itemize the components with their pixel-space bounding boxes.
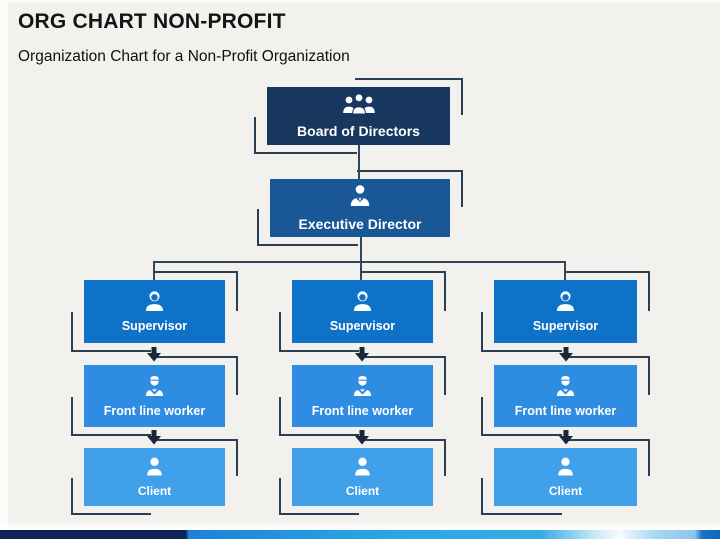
down-arrow-icon (354, 430, 370, 445)
footer-glow (0, 520, 720, 530)
node-label: Supervisor (329, 319, 396, 333)
node-supervisor-3: Supervisor (481, 271, 650, 352)
worker-icon (144, 375, 165, 401)
connector-drop-right (564, 261, 566, 280)
page-title: ORG CHART NON-PROFIT (18, 10, 286, 33)
down-arrow-icon (146, 347, 162, 362)
worker-icon (352, 375, 373, 401)
node-label: Client (345, 484, 380, 498)
down-arrow-icon (354, 347, 370, 362)
node-supervisor-2: Supervisor (279, 271, 446, 352)
node-client-2: Client (279, 439, 446, 515)
node-label: Board of Directors (297, 123, 420, 139)
client-icon (556, 456, 575, 481)
connector-horizontal (153, 261, 566, 263)
footer-accent-bar (0, 530, 720, 539)
client-icon (353, 456, 372, 481)
node-label: Supervisor (532, 319, 599, 333)
down-arrow-icon (558, 430, 574, 445)
node-front-line-worker-3: Front line worker (481, 356, 650, 436)
node-label: Client (548, 484, 583, 498)
node-label: Front line worker (514, 403, 617, 418)
team-icon (340, 93, 378, 120)
node-label: Executive Director (298, 216, 422, 232)
supervisor-icon (144, 290, 165, 316)
page-subtitle: Organization Chart for a Non-Profit Orga… (18, 48, 350, 65)
node-client-1: Client (71, 439, 238, 515)
down-arrow-icon (146, 430, 162, 445)
node-board-of-directors: Board of Directors (254, 78, 463, 154)
node-executive-director: Executive Director (257, 170, 463, 246)
node-supervisor-1: Supervisor (71, 271, 238, 352)
node-label: Front line worker (103, 403, 206, 418)
node-front-line-worker-1: Front line worker (71, 356, 238, 436)
node-front-line-worker-2: Front line worker (279, 356, 446, 436)
slide-top-margin (0, 0, 720, 3)
supervisor-icon (352, 290, 373, 316)
slide-left-margin (0, 0, 8, 539)
node-label: Supervisor (121, 319, 188, 333)
worker-icon (555, 375, 576, 401)
client-icon (145, 456, 164, 481)
down-arrow-icon (558, 347, 574, 362)
connector-executive-drop (360, 237, 362, 280)
connector-drop-left (153, 261, 155, 280)
connector-board-executive (358, 145, 360, 180)
supervisor-icon (555, 290, 576, 316)
node-label: Client (137, 484, 172, 498)
node-label: Front line worker (311, 403, 414, 418)
executive-icon (348, 184, 372, 213)
node-client-3: Client (481, 439, 650, 515)
